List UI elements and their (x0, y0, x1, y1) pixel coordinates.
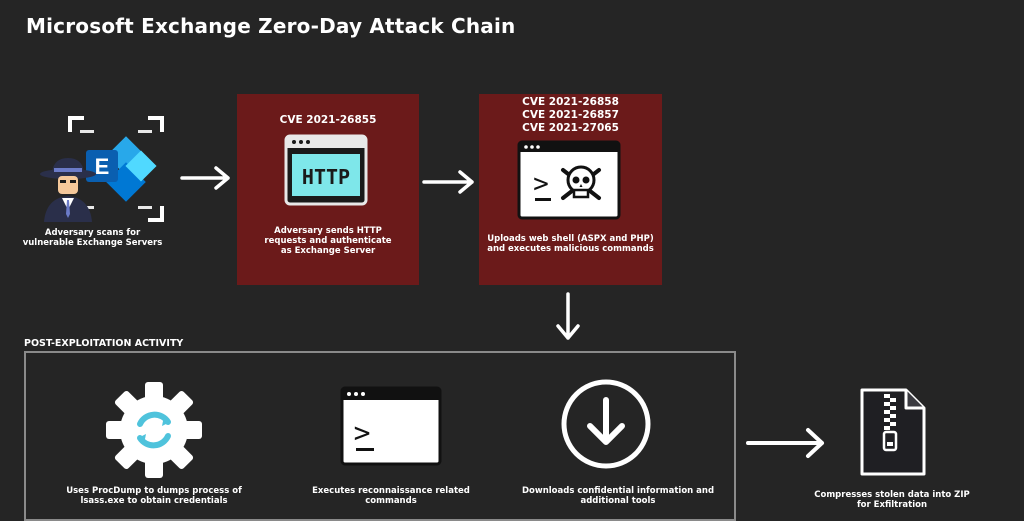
terminal-icon: > (340, 386, 442, 466)
zip-file-icon (860, 388, 926, 476)
download-icon (561, 379, 651, 469)
http-icon-text: HTTP (302, 165, 350, 189)
terminal-skull-icon: > (517, 140, 621, 220)
prompt-icon-text: > (354, 416, 371, 449)
step-webshell-box: CVE 2021-26858 CVE 2021-26857 CVE 2021-2… (479, 94, 662, 285)
webshell-caption: Uploads web shell (ASPX and PHP) and exe… (487, 234, 654, 254)
exfil-caption: Compresses stolen data into ZIP for Exfi… (814, 490, 970, 510)
arrow-down-icon (556, 292, 580, 340)
browser-http-icon: HTTP (284, 134, 368, 206)
page-title: Microsoft Exchange Zero-Day Attack Chain (26, 14, 516, 38)
cve-label-1: CVE 2021-26858 (522, 96, 619, 108)
post-exploitation-label: POST-EXPLOITATION ACTIVITY (24, 338, 184, 349)
procdump-caption: Uses ProcDump to dumps process of lsass.… (66, 486, 242, 506)
hacker-icon (40, 158, 96, 222)
cve-label-3: CVE 2021-27065 (522, 122, 619, 134)
prompt-icon-text: > (533, 169, 549, 199)
svg-text:E: E (95, 154, 110, 179)
gear-sync-icon (106, 382, 202, 478)
arrow-right-icon (180, 166, 230, 190)
arrow-right-icon (422, 170, 474, 194)
cve-label: CVE 2021-26855 (279, 114, 377, 126)
cve-label-2: CVE 2021-26857 (522, 109, 619, 121)
scan-caption: Adversary scans for vulnerable Exchange … (22, 228, 163, 248)
recon-caption: Executes reconnaissance related commands (312, 486, 470, 506)
step-scan: E Adversary scans for vulnerable Exchang… (20, 112, 170, 252)
download-caption: Downloads confidential information and a… (521, 486, 715, 506)
auth-caption: Adversary sends HTTP requests and authen… (264, 226, 392, 256)
step-auth-box: CVE 2021-26855 HTTP Adversary sends HTTP… (237, 94, 419, 285)
arrow-right-icon (746, 428, 824, 458)
exchange-logo-icon: E (68, 116, 164, 222)
